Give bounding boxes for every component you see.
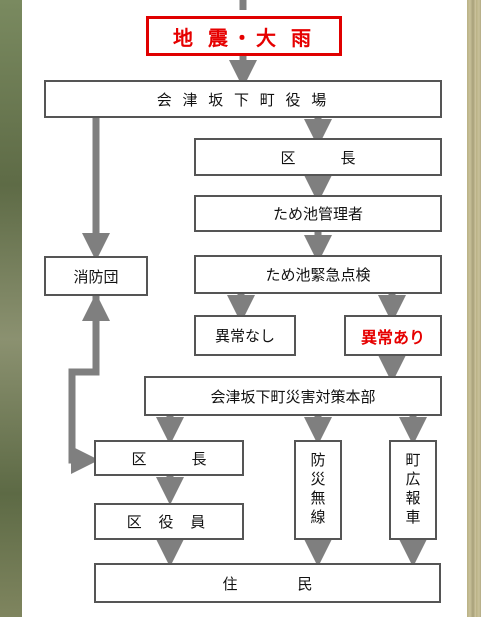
node-district-head-1-label: 区 長 xyxy=(280,148,356,167)
node-pond-manager-label: ため池管理者 xyxy=(272,205,363,223)
node-earthquake-heavy-rain: 地 震・大 雨 xyxy=(146,16,342,56)
node-town-office: 会 津 坂 下 町 役 場 xyxy=(44,80,442,118)
node-disaster-hq-label: 会津坂下町災害対策本部 xyxy=(210,387,376,406)
node-earthquake-heavy-rain-label: 地 震・大 雨 xyxy=(173,25,315,50)
node-emergency-inspection: ため池緊急点検 xyxy=(194,255,442,294)
arrow-fire-head2 xyxy=(68,296,100,474)
node-disaster-radio: 防災無線 xyxy=(294,440,342,540)
node-fire-brigade: 消防団 xyxy=(44,256,148,296)
node-fire-brigade-label: 消防団 xyxy=(73,267,119,286)
node-residents: 住 民 xyxy=(94,563,441,603)
aerial-photo-left-strip xyxy=(0,0,22,617)
node-district-head-1: 区 長 xyxy=(194,138,442,176)
node-no-abnormality: 異常なし xyxy=(194,315,296,356)
node-residents-label: 住 民 xyxy=(222,574,313,593)
node-pond-manager: ため池管理者 xyxy=(194,195,442,232)
node-pr-vehicle: 町広報車 xyxy=(389,440,437,540)
node-disaster-radio-label: 防災無線 xyxy=(308,452,327,528)
node-abnormality: 異常あり xyxy=(344,315,442,356)
node-district-head-2: 区 長 xyxy=(94,440,244,476)
node-disaster-hq: 会津坂下町災害対策本部 xyxy=(144,376,442,416)
node-district-officers-label: 区 役 員 xyxy=(126,513,212,531)
node-abnormality-label: 異常あり xyxy=(360,327,425,347)
node-emergency-inspection-label: ため池緊急点検 xyxy=(265,266,371,284)
node-town-office-label: 会 津 坂 下 町 役 場 xyxy=(156,90,330,109)
node-no-abnormality-label: 異常なし xyxy=(214,327,275,345)
aerial-photo-right-strip xyxy=(467,0,481,617)
node-district-head-2-label: 区 長 xyxy=(131,449,207,468)
node-pr-vehicle-label: 町広報車 xyxy=(403,452,422,528)
node-district-officers: 区 役 員 xyxy=(94,503,244,540)
